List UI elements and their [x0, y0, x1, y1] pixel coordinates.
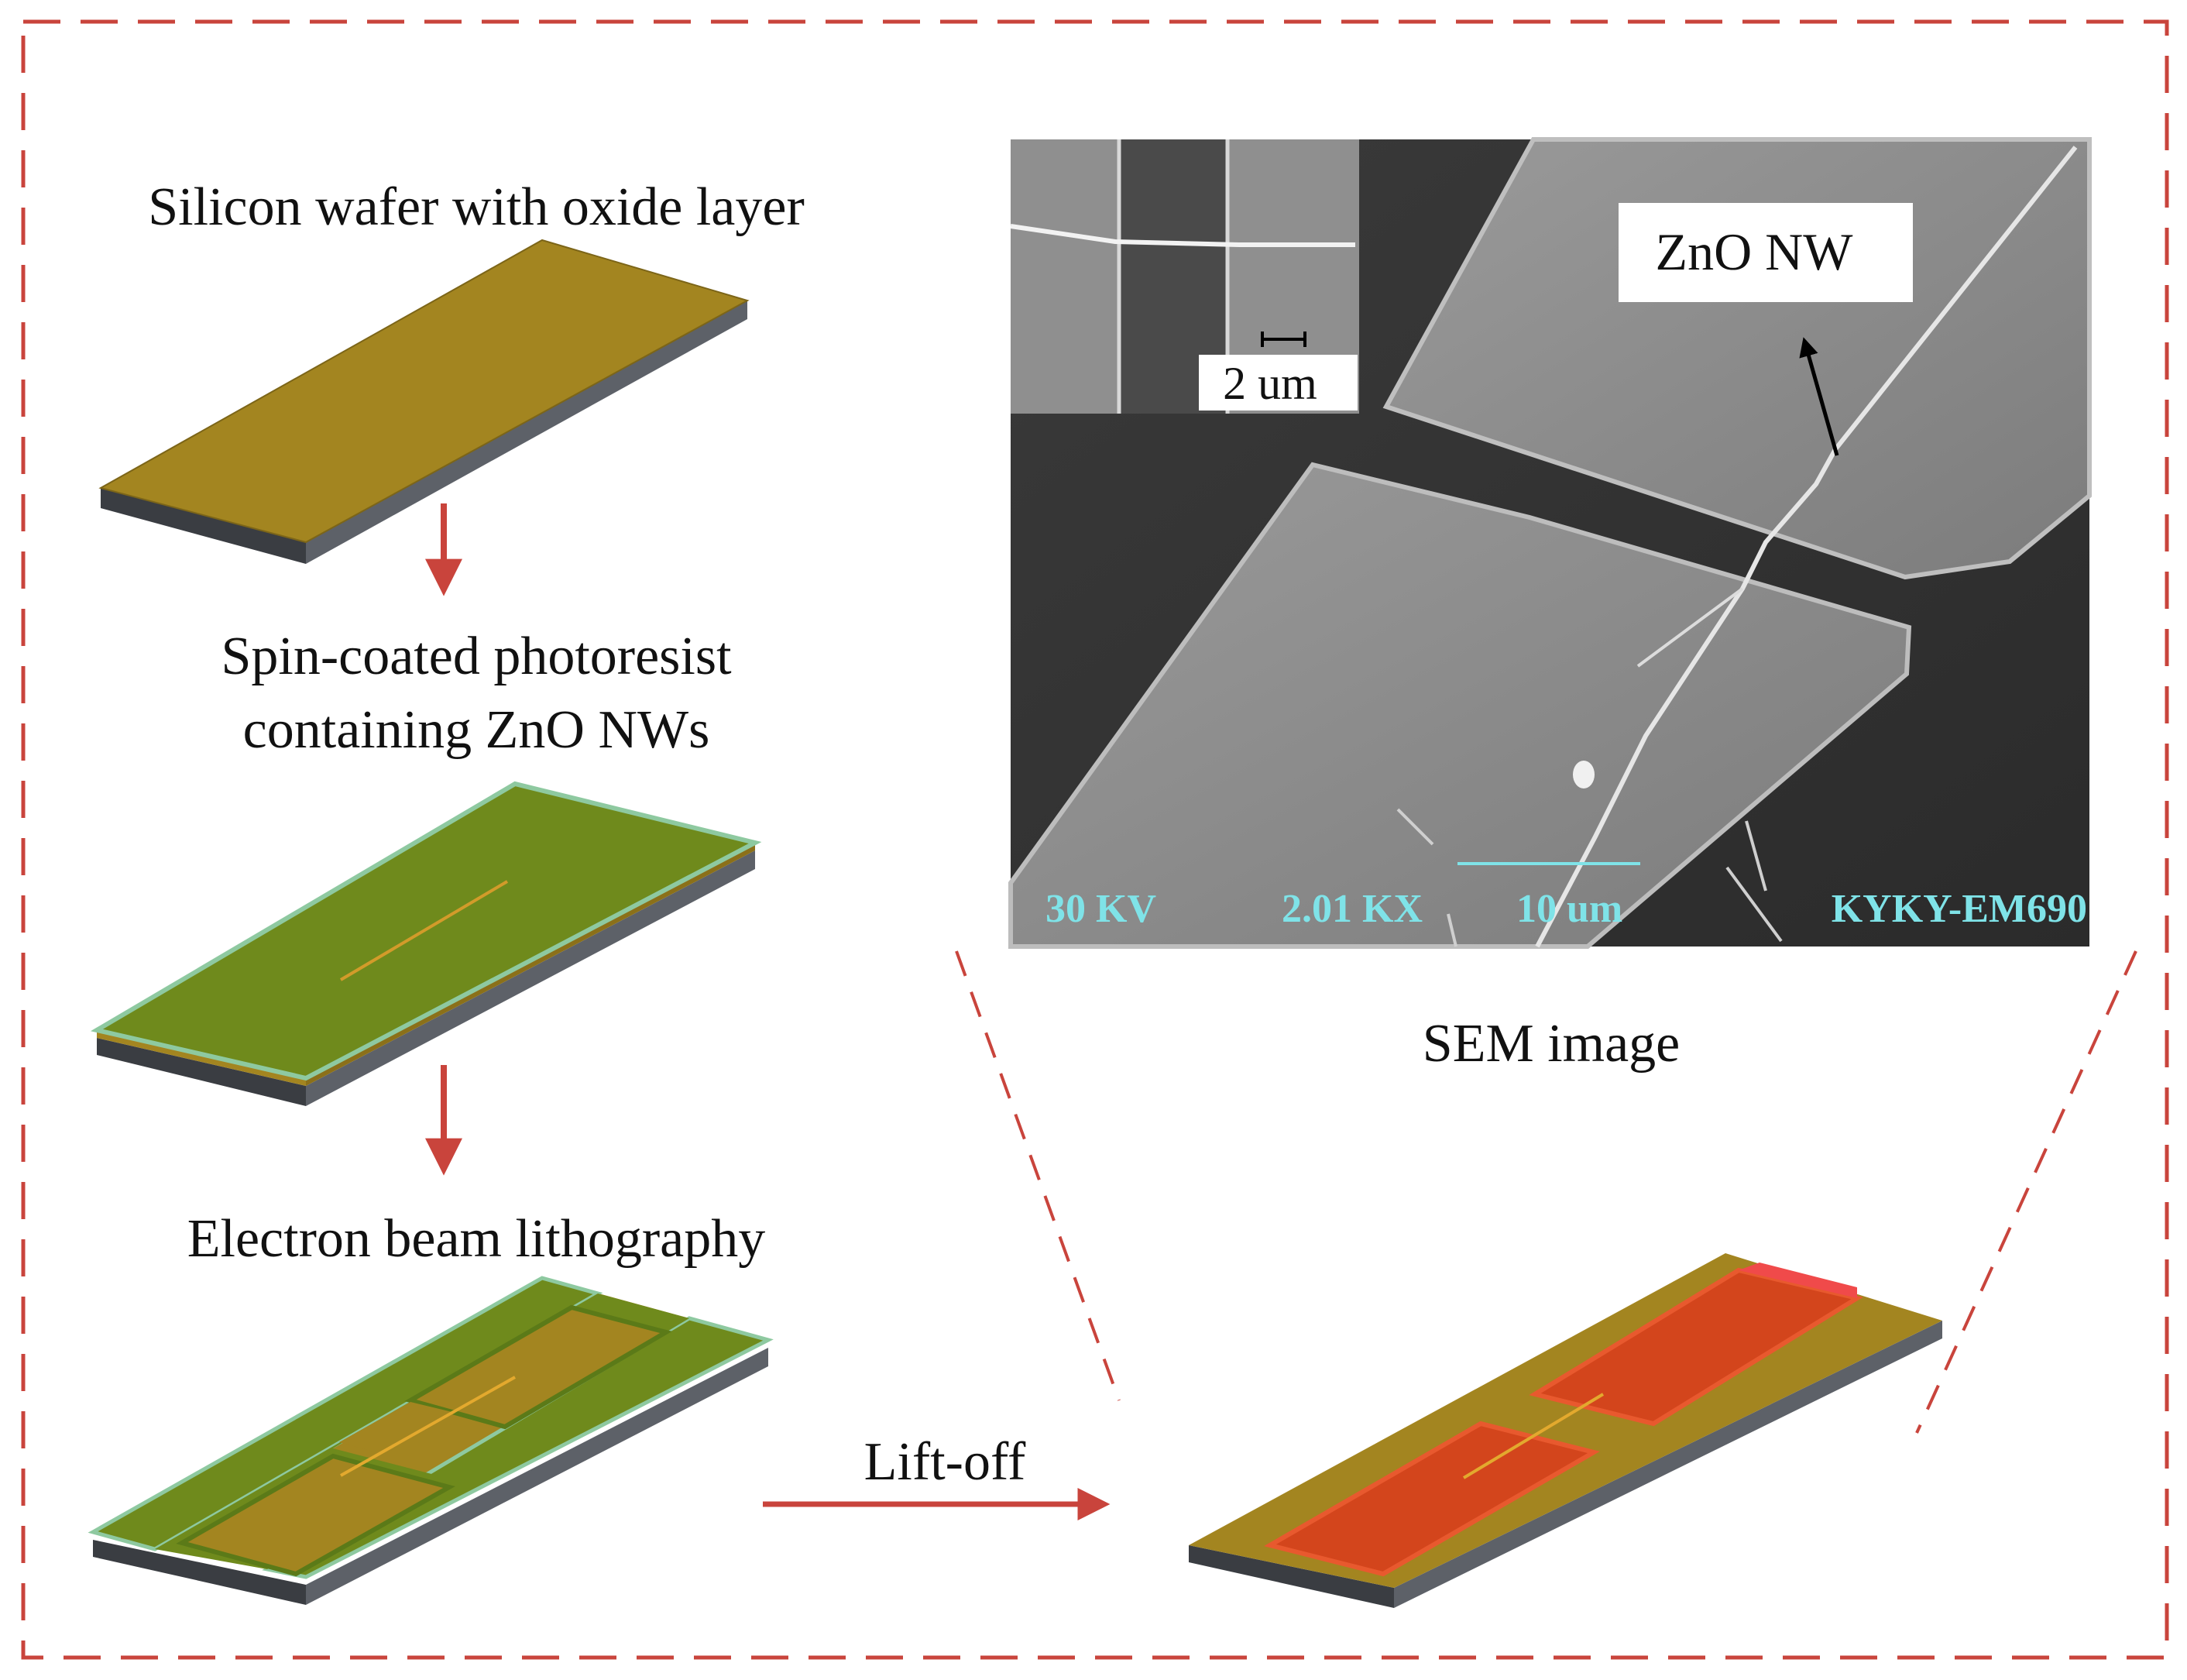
pr-substrate-front — [97, 1038, 306, 1106]
sem-instrument: KYKY-EM690 — [1832, 887, 2087, 931]
sem-scale-label: 10 um — [1516, 887, 1622, 931]
photoresist-wafer — [90, 781, 762, 1106]
nanowire-ebl — [340, 1376, 516, 1477]
sem-pad-lower — [1008, 462, 1912, 949]
electrode-upper-top — [1739, 1263, 1857, 1298]
sem-voltage: 30 KV — [1045, 887, 1156, 931]
sem-nanowire-branch — [1636, 587, 1744, 668]
sem-debris — [1396, 808, 1783, 947]
ebl-opening-upper — [404, 1304, 672, 1430]
sem-nanowire — [1535, 146, 2078, 948]
device-substrate-front — [1189, 1545, 1394, 1608]
step1-label: Silicon wafer with oxide layer — [148, 177, 805, 237]
sem-inset-scale-label: 2 um — [1223, 358, 1317, 409]
sem-inset-scale-box — [1199, 355, 1358, 411]
oxide-layer — [98, 239, 750, 544]
wafer-substrate-front — [101, 488, 306, 564]
sem-magnification: 2.01 KX — [1282, 887, 1423, 931]
electrode-lower — [1264, 1421, 1600, 1577]
final-device — [1189, 1253, 1942, 1608]
ebl-substrate-side — [306, 1348, 768, 1605]
ebl-opening-lower-strip — [176, 1453, 455, 1577]
step3-label: Electron beam lithography — [187, 1209, 765, 1269]
dashed-frame — [21, 19, 2169, 1660]
device-substrate-side — [1394, 1321, 1942, 1608]
sem-particle — [1573, 761, 1595, 788]
liftoff-label: Lift-off — [864, 1432, 1026, 1492]
sem-callout-arrow — [1799, 337, 1839, 456]
pr-substrate-side — [306, 850, 755, 1106]
step2-label-line2: containing ZnO NWs — [243, 700, 710, 760]
ebl-substrate-front — [93, 1540, 306, 1605]
sem-callout-label: ZnO NW — [1656, 222, 1854, 281]
silicon-wafer — [98, 239, 750, 564]
ebl-opening-lower — [339, 1402, 455, 1455]
step2-label-line1: Spin-coated photoresist — [221, 627, 732, 686]
sem-image: 2 um ZnO NW 30 KV 2.01 KX 10 um KYKY-EM6… — [1008, 137, 2092, 949]
sem-callout-box — [1619, 203, 1913, 302]
sem-pad-upper — [1382, 137, 2092, 580]
sem-caption: SEM image — [1423, 1014, 1680, 1074]
sem-inset-nanowire — [1010, 224, 1355, 247]
nanowire-embedded — [339, 880, 509, 981]
nanowire-device — [1462, 1393, 1605, 1479]
wafer-substrate-side — [306, 301, 747, 564]
zoom-line-right — [1915, 950, 2137, 1434]
ebl-wafer — [88, 1276, 774, 1605]
zoom-line-left — [955, 950, 1121, 1401]
